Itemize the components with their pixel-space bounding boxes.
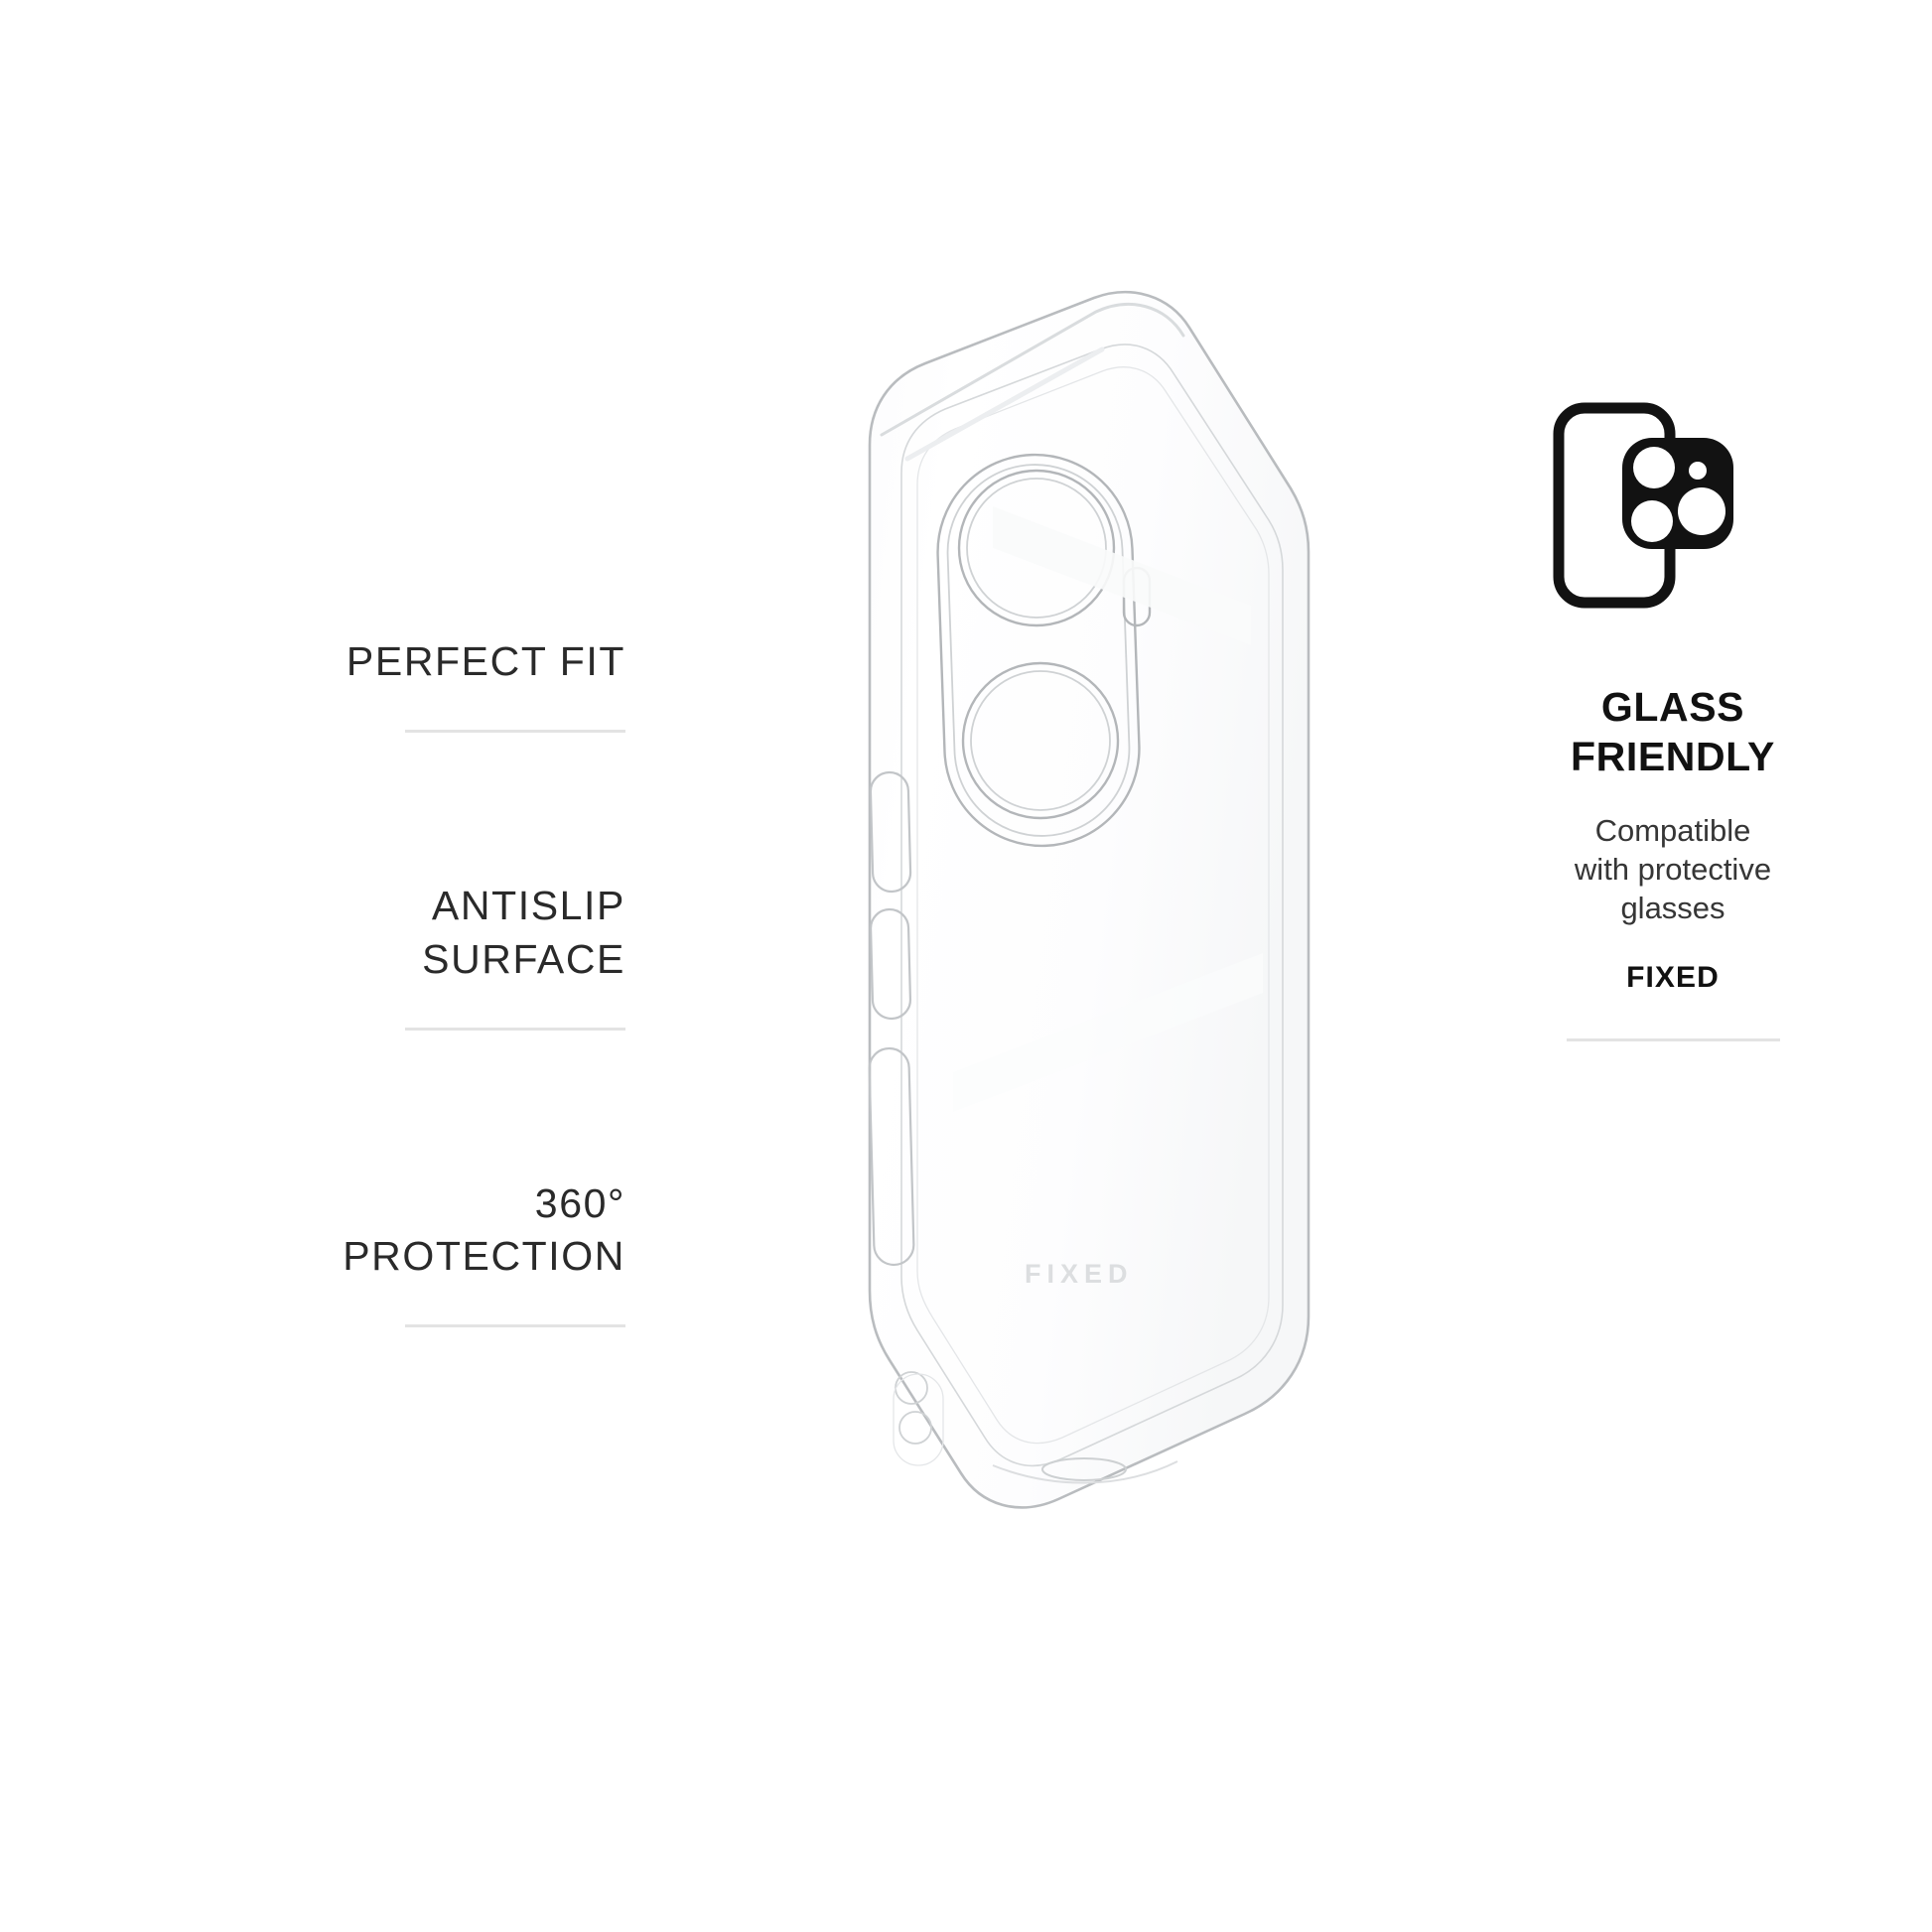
info-panel-description: Compatible with protective glasses: [1574, 813, 1772, 926]
feature-item-perfect-fit: PERFECT FIT: [298, 635, 625, 734]
info-panel-glass-friendly: GLASS FRIENDLY Compatible with protectiv…: [1509, 402, 1837, 1042]
feature-divider: [405, 1324, 625, 1328]
feature-list-left: PERFECT FIT ANTISLIP SURFACE 360° PROTEC…: [298, 635, 625, 1328]
info-panel-title: GLASS FRIENDLY: [1570, 684, 1776, 780]
phone-camera-lens-icon: [1549, 402, 1797, 630]
info-panel-divider: [1566, 1038, 1780, 1042]
feature-label: PERFECT FIT: [345, 638, 625, 684]
feature-label: 360° PROTECTION: [343, 1179, 625, 1280]
product-image-clear-case: FIXED: [695, 179, 1390, 1727]
feature-divider: [405, 730, 625, 734]
feature-item-antislip-surface: ANTISLIP SURFACE: [298, 880, 625, 1031]
info-panel-brand: FIXED: [1626, 961, 1720, 995]
feature-item-360-protection: 360° PROTECTION: [298, 1177, 625, 1328]
case-brandmark: FIXED: [1025, 1259, 1134, 1289]
feature-label: ANTISLIP SURFACE: [422, 883, 625, 982]
feature-divider: [405, 1027, 625, 1031]
